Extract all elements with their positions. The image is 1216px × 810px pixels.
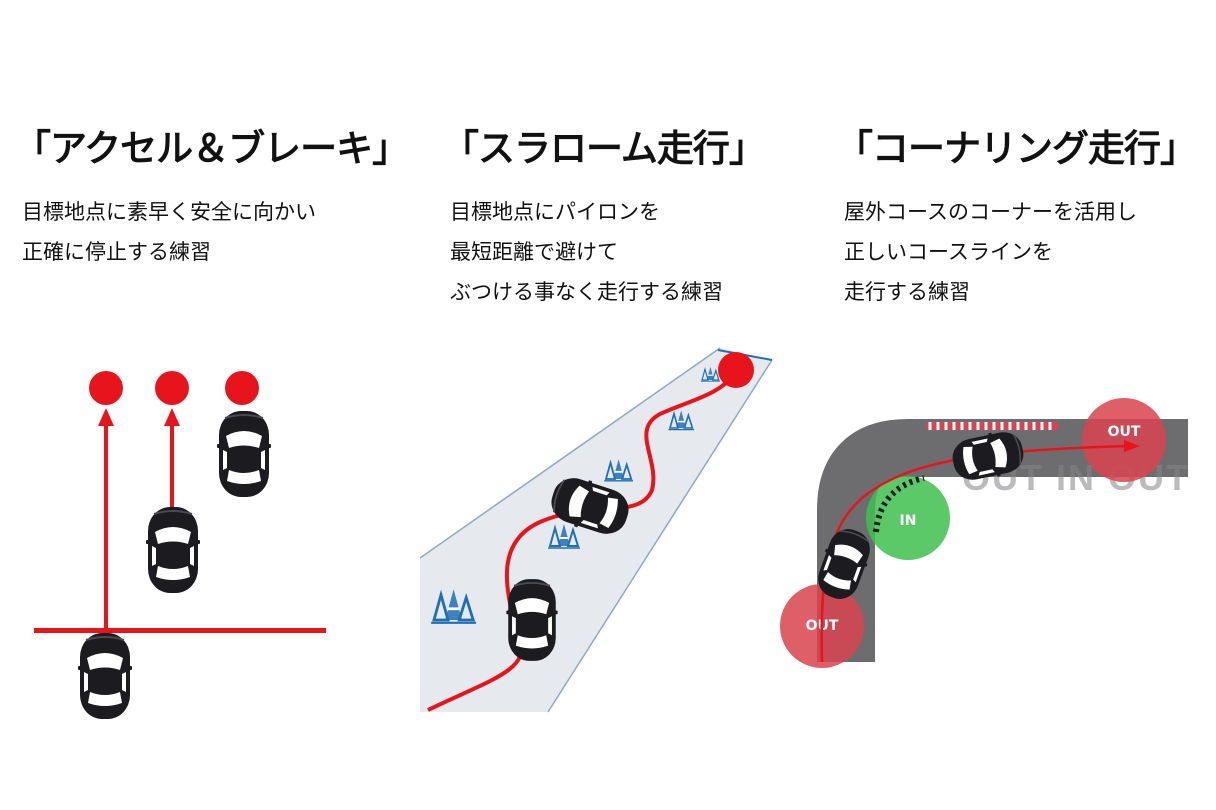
- slalom-illustration: [420, 347, 773, 713]
- description-line: 正確に停止する練習: [22, 240, 211, 264]
- description-line: 最短距離で避けて: [450, 240, 618, 264]
- stop-line: [34, 628, 326, 633]
- description-line: 正しいコースラインを: [844, 240, 1053, 264]
- section-title: 「アクセル＆ブレーキ」: [14, 127, 409, 170]
- out-label-top: OUT: [1108, 424, 1141, 440]
- section-title: 「スラローム走行」: [442, 127, 766, 170]
- kerb-stripes: [926, 422, 1058, 430]
- car-icon: [145, 506, 201, 594]
- car-icon: [77, 632, 133, 720]
- target-point: [225, 371, 259, 405]
- section-description: 目標地点に素早く安全に向かい 正確に停止する練習: [22, 192, 316, 272]
- target-point: [89, 371, 123, 405]
- car-icon: [216, 410, 272, 498]
- description-line: 目標地点に素早く安全に向かい: [22, 200, 316, 224]
- description-line: 屋外コースのコーナーを活用し: [844, 200, 1137, 224]
- section-title: 「コーナリング走行」: [836, 127, 1197, 170]
- accel-brake-illustration: [34, 371, 326, 720]
- arrowhead-icon: [164, 408, 180, 426]
- description-line: 目標地点にパイロンを: [450, 200, 660, 224]
- car-icon: [505, 578, 559, 662]
- road-course: [817, 419, 1188, 662]
- target-point: [155, 371, 189, 405]
- cornering-illustration: OUT IN OUT OUT IN OUT: [780, 398, 1188, 668]
- section-description: 目標地点にパイロンを 最短距離で避けて ぶつける事なく走行する練習: [450, 192, 723, 312]
- description-line: ぶつける事なく走行する練習: [450, 280, 723, 304]
- in-label: IN: [900, 513, 917, 529]
- section-description: 屋外コースのコーナーを活用し 正しいコースラインを 走行する練習: [844, 192, 1137, 312]
- apex-kerb: [873, 475, 925, 533]
- target-point: [718, 352, 754, 388]
- arrowhead-icon: [1124, 440, 1140, 452]
- description-line: 走行する練習: [844, 280, 970, 304]
- arrowhead-icon: [98, 408, 114, 426]
